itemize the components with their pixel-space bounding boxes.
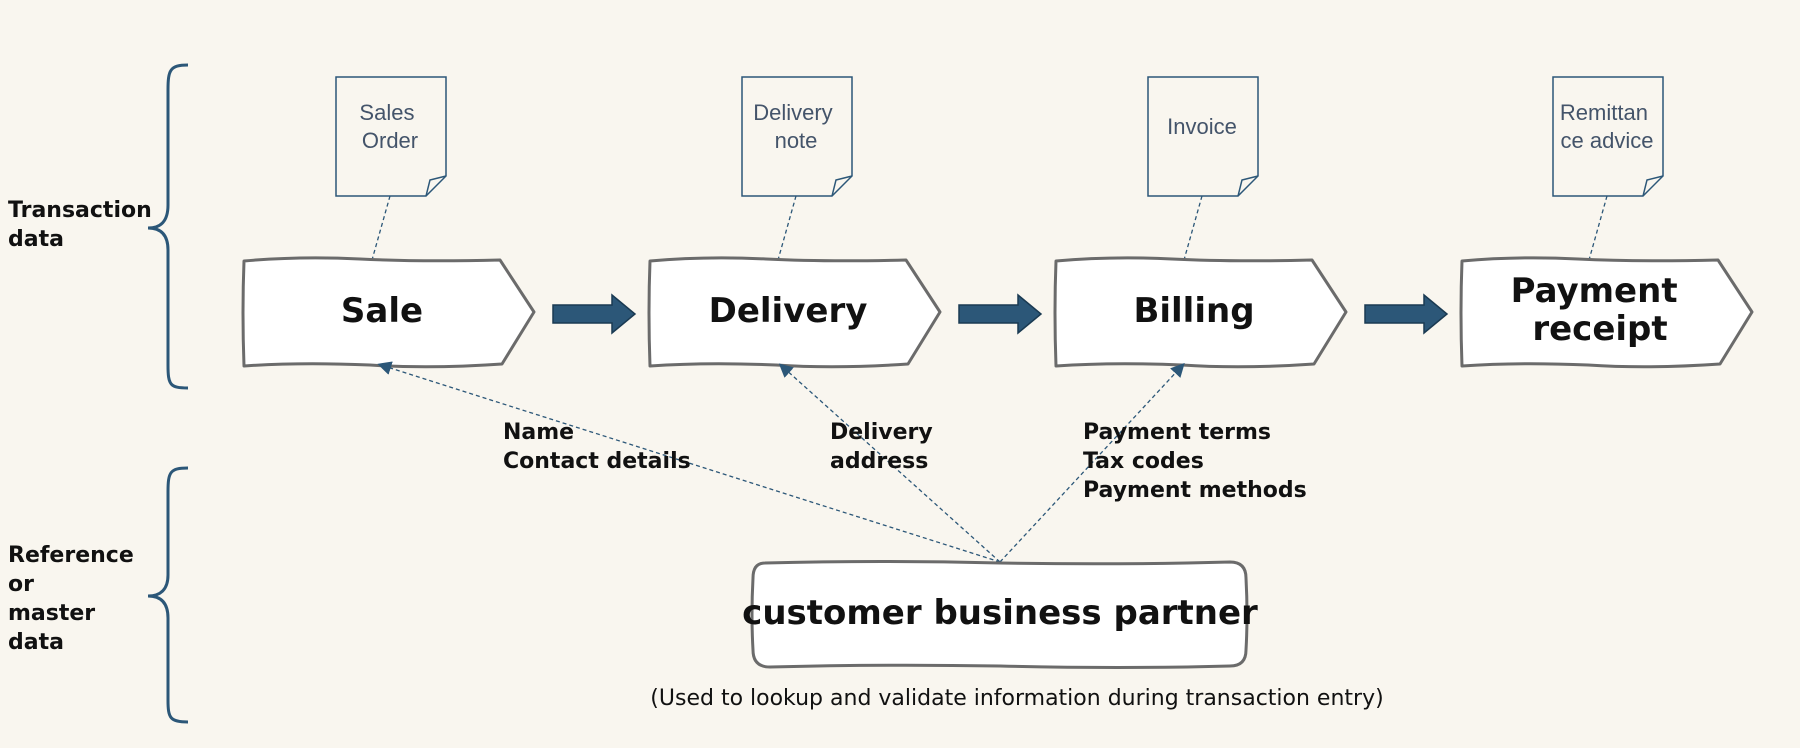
reference-brace <box>147 466 189 724</box>
document-invoice: Invoice <box>1147 76 1259 197</box>
flow-arrow-billing-to-payment <box>1364 293 1449 335</box>
step-payment-receipt: Payment receipt <box>1459 256 1754 369</box>
reference-data-label: Reference or master data <box>8 543 141 655</box>
attributes-billing: Payment terms Tax codes Payment methods <box>1083 420 1307 503</box>
transaction-brace <box>147 63 189 390</box>
reference-arrow-to-billing <box>999 362 1185 563</box>
attributes-delivery: Delivery address <box>830 420 940 474</box>
svg-text:Remittan ce advice: Remittan ce advice <box>1560 100 1654 153</box>
step-sale: Sale <box>241 256 536 369</box>
customer-business-partner-box: customer business partner <box>742 560 1258 669</box>
transaction-data-label: Transaction data <box>8 198 159 252</box>
svg-text:Delivery note: Delivery note <box>753 100 839 153</box>
svg-text:customer business partner: customer business partner <box>742 593 1258 633</box>
svg-text:Delivery: Delivery <box>709 291 868 331</box>
reference-arrow-to-sale <box>377 361 1001 563</box>
svg-text:Invoice: Invoice <box>1167 114 1237 139</box>
step-billing: Billing <box>1053 256 1348 369</box>
svg-text:Billing: Billing <box>1133 291 1254 331</box>
doc-connector-remittance <box>1588 195 1608 261</box>
step-delivery: Delivery <box>647 256 942 369</box>
document-delivery-note: Delivery note <box>741 76 853 197</box>
flow-arrow-delivery-to-billing <box>958 293 1043 335</box>
doc-connector-delivery-note <box>777 195 797 261</box>
svg-text:Payment receipt: Payment receipt <box>1511 271 1690 349</box>
flow-arrow-sale-to-delivery <box>552 293 637 335</box>
svg-text:Sales Order: Sales Order <box>359 100 420 153</box>
partner-caption: (Used to lookup and validate information… <box>650 686 1383 711</box>
attributes-sale: Name Contact details <box>503 420 691 474</box>
document-remittance-advice: Remittan ce advice <box>1552 76 1664 197</box>
reference-arrow-to-delivery <box>778 363 1001 563</box>
svg-text:Sale: Sale <box>341 291 423 331</box>
document-sales-order: Sales Order <box>335 76 447 197</box>
doc-connector-invoice <box>1183 195 1203 261</box>
doc-connector-sales-order <box>371 195 391 261</box>
